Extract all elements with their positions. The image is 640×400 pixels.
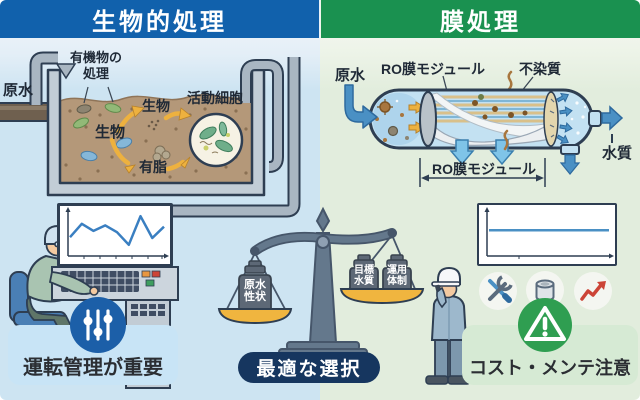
label-ro-module-bottom: RO膜モジュール: [431, 161, 537, 177]
label-organic-treatment: 有機物の 処理: [69, 50, 123, 81]
label-raw-water-right: 原水: [334, 67, 366, 84]
leader-lines: [83, 86, 114, 104]
scale-beam: [250, 228, 397, 256]
monitor-trend-chart: [65, 207, 169, 259]
left-weight: [238, 260, 272, 310]
monitor-screen: [57, 203, 173, 267]
label-raw-water-left: 原水: [3, 82, 34, 99]
header-membrane-treatment: 膜処理: [321, 0, 640, 38]
activated-sludge-circle: [188, 112, 244, 168]
overflow-pipe: [240, 59, 284, 173]
label-ro-module-top: RO膜モジュール: [380, 61, 486, 77]
bio-tank-illustration: [0, 51, 301, 218]
label-weight-right-2: 運用 体制: [387, 265, 407, 287]
treated-water-outlet-arrow: [601, 105, 624, 131]
raw-water-inlet-arrow: [344, 84, 378, 129]
monitor-chart-line: [69, 214, 165, 247]
warning-triangle-icon: [524, 306, 566, 341]
control-badge: [70, 297, 126, 353]
cost-chart-panel: [477, 203, 617, 266]
module-dimension-lines: [419, 158, 546, 187]
sliders-icon: [83, 309, 113, 341]
center-caption-label: 最適な選択: [256, 359, 362, 380]
center-caption-pill: 最適な選択: [238, 352, 380, 383]
feed-particles: [375, 99, 409, 142]
contaminant-squiggle-bottom: [503, 129, 509, 151]
label-weight-right-1: 目標 水質: [354, 265, 374, 287]
left-pan: [217, 308, 293, 325]
standing-worker: [425, 266, 471, 385]
clean-water-bubbles: [395, 99, 587, 135]
inlet-elbow-pipe: [29, 51, 77, 105]
concentrate-drain-arrow: [559, 154, 581, 175]
header-biological-label: 生物的処理: [92, 8, 227, 36]
operator-arm: [48, 271, 99, 296]
phone-worker-illustration: [425, 266, 471, 385]
right-weight-2: [382, 254, 412, 290]
treated-water-pipe: [172, 57, 301, 218]
membrane-right-face: [543, 91, 559, 147]
left-caption-label: 運転管理が重要: [23, 357, 163, 379]
raised-arm: [436, 286, 447, 309]
right-caption-label: コスト・メンテ注意: [469, 358, 631, 378]
membrane-element: [419, 91, 559, 147]
contaminant-squiggle-top: [507, 70, 513, 91]
label-activated-sludge: 活動細胞: [187, 90, 243, 106]
tools-icon: [488, 275, 513, 303]
label-bio-b: 生物: [142, 98, 170, 114]
membrane-cartridge-icon: [535, 279, 555, 302]
tools-icon-circle: [479, 272, 517, 310]
cost-up-icon: [580, 281, 606, 301]
label-fat: 有脂: [139, 159, 167, 175]
label-water-quality: 水質: [601, 145, 633, 162]
right-pan: [339, 288, 425, 305]
membrane-left-face: [419, 91, 437, 147]
white-helmet: [437, 266, 461, 285]
header-membrane-label: 膜処理: [440, 8, 521, 36]
microbe-blobs: [73, 103, 171, 162]
permeate-fan-arrows: [556, 92, 573, 145]
label-contaminant: 不染質: [519, 61, 561, 77]
label-bio-a: 生物: [94, 124, 126, 141]
warning-badge: [518, 298, 572, 352]
cost-up-icon-circle: [574, 272, 612, 310]
label-weight-left: 原水 性状: [244, 279, 266, 303]
flat-trend-chart: [484, 207, 614, 259]
ro-module-illustration: [344, 70, 624, 187]
header-biological-treatment: 生物的処理: [0, 0, 319, 38]
small-organism-dots: [147, 119, 160, 131]
